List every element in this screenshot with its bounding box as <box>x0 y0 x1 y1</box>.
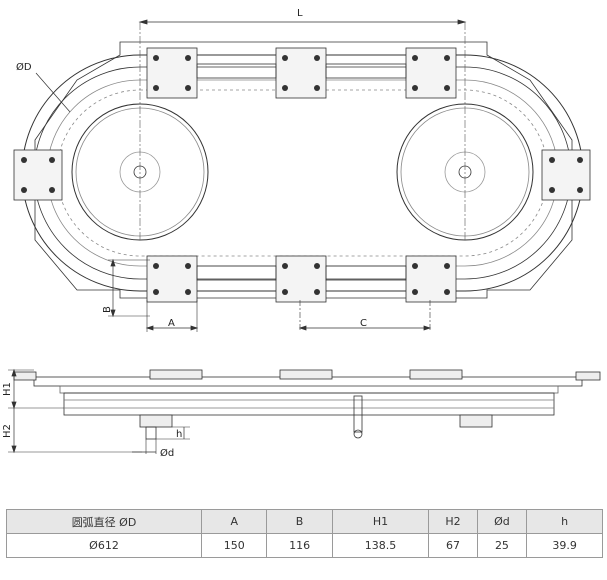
header-D: 圆弧直径 ØD <box>5 509 203 534</box>
label-C: C <box>360 318 367 329</box>
right-pallet <box>541 149 591 201</box>
header-B: B <box>266 509 333 534</box>
cell-A: 150 <box>201 533 268 558</box>
cell-h: 39.9 <box>526 533 603 558</box>
side-frame <box>63 392 555 416</box>
label-D: ØD <box>16 61 32 73</box>
top-pallets <box>146 47 457 99</box>
header-H1: H1 <box>331 509 430 534</box>
table-row: Ø612 150 116 138.5 67 25 39.9 <box>5 533 603 558</box>
label-L: L <box>297 8 303 19</box>
bottom-pallets <box>146 255 457 303</box>
label-H2: H2 <box>2 424 13 438</box>
label-B: B <box>102 306 113 313</box>
cell-B: 116 <box>266 533 333 558</box>
header-d: Ød <box>476 509 528 534</box>
spec-table: 圆弧直径 ØD A B H1 H2 Ød h Ø612 150 116 138.… <box>5 509 603 558</box>
right-wheel <box>396 103 534 241</box>
technical-drawing: L ØD A C B H1 H2 h Ød <box>2 8 601 459</box>
header-H2: H2 <box>428 509 478 534</box>
side-foot-left <box>139 414 173 428</box>
label-A: A <box>168 318 175 329</box>
header-A: A <box>201 509 268 534</box>
left-wheel <box>71 103 209 241</box>
cell-D: Ø612 <box>5 533 203 558</box>
table-header-row: 圆弧直径 ØD A B H1 H2 Ød h <box>5 509 603 534</box>
track-outer <box>21 54 584 292</box>
side-foot-right <box>459 414 493 428</box>
label-H1: H1 <box>2 382 13 396</box>
top-view <box>13 19 591 332</box>
label-d: Ød <box>160 447 174 459</box>
cell-H1: 138.5 <box>331 533 430 558</box>
cell-H2: 67 <box>428 533 478 558</box>
side-view <box>8 368 601 454</box>
header-h: h <box>526 509 603 534</box>
label-h: h <box>176 429 182 440</box>
cell-d: 25 <box>476 533 528 558</box>
left-pallet <box>13 149 63 201</box>
track-inner <box>33 66 572 280</box>
frame-outline <box>34 41 573 299</box>
